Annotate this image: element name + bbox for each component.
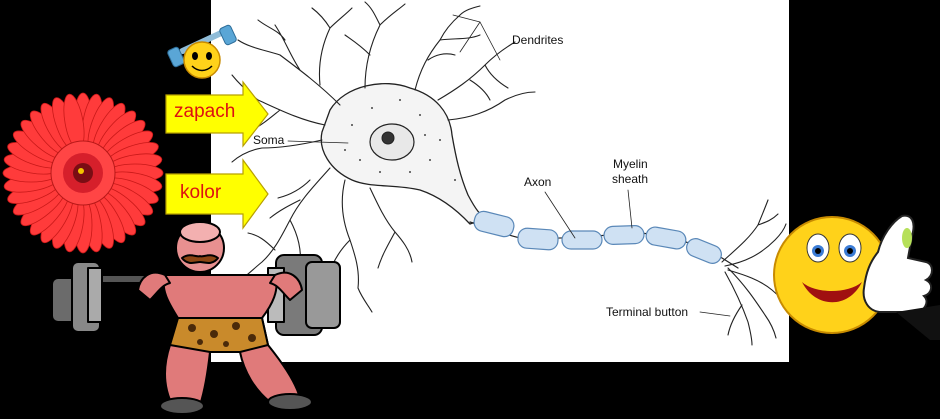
nucleolus <box>381 131 395 145</box>
flower-icon <box>2 92 164 254</box>
weightlifter-icon <box>51 221 341 415</box>
arrow-kolor <box>165 158 269 230</box>
label-sheath: sheath <box>612 172 649 186</box>
arrow-zapach <box>165 80 269 148</box>
arrow-label-zapach: zapach <box>174 101 236 122</box>
label-axon: Axon <box>524 175 552 189</box>
smiley-thumbs-up-icon <box>773 214 940 340</box>
label-myelin: Myelin <box>613 157 648 171</box>
label-soma: Soma <box>253 133 285 147</box>
arrow-label-kolor: kolor <box>180 182 222 203</box>
neuron-icon <box>223 1 787 346</box>
soma-granules <box>344 99 456 181</box>
label-dendrites: Dendrites <box>512 33 564 47</box>
smiley-dumbbell-icon <box>167 24 237 79</box>
label-leaders <box>287 14 731 317</box>
myelin-sheath <box>473 210 722 264</box>
label-terminal-button: Terminal button <box>606 305 689 319</box>
